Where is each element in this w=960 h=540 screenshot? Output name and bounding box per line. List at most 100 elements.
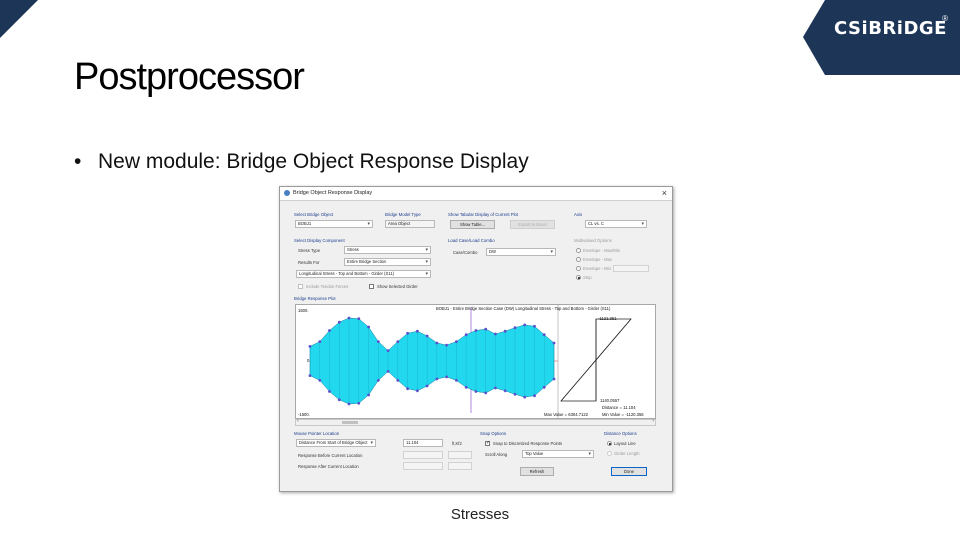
upper-response-point: [386, 349, 390, 352]
corner-accent: [0, 0, 38, 38]
show-selected-girder-checkbox[interactable]: [369, 284, 374, 289]
envelope-min-label: Envelope - Min: [583, 266, 611, 271]
scroll-along-select[interactable]: Top Value: [522, 450, 594, 458]
multivalued-options-label: Multivalued Options: [574, 238, 612, 243]
lower-response-point: [503, 389, 507, 393]
response-plot[interactable]: BOBJ1 - Entire Bridge Section Case (DW) …: [295, 304, 656, 419]
y-tick-top: 1500.: [298, 308, 309, 313]
show-selected-girder-label: Show Selected Girder: [377, 284, 418, 289]
axis-select[interactable]: CL vs. C: [585, 220, 647, 228]
upper-response-point: [455, 340, 458, 343]
close-icon[interactable]: ×: [661, 188, 667, 198]
response-before-units: [448, 451, 472, 459]
lower-response-point: [416, 389, 419, 393]
min-value-readout: Min Value = -1120.356: [602, 412, 644, 417]
envelope-maxmin-label: Envelope - Max/Min: [583, 248, 621, 253]
girder-length-label: Girder Length: [614, 451, 640, 456]
section-bottom-value: 1140.0557: [600, 398, 620, 403]
load-case-label: Load Case/Load Combo: [448, 238, 495, 243]
done-button[interactable]: Done: [611, 467, 647, 476]
y-tick-bottom: -1500.: [298, 412, 310, 417]
lower-response-point: [445, 375, 448, 379]
bullet-item: • New module: Bridge Object Response Disp…: [74, 150, 529, 174]
upper-response-point: [474, 329, 478, 332]
plot-scrollbar[interactable]: ‹ ›: [295, 418, 656, 426]
results-for-select[interactable]: Entire Bridge Section: [344, 258, 431, 266]
snap-options-label: Snap Options: [480, 431, 507, 436]
select-bridge-object-label: Select Bridge Object: [294, 212, 334, 217]
upper-response-point: [337, 320, 341, 324]
response-after-label: Response After Current Location: [298, 464, 359, 469]
upper-response-point: [513, 326, 517, 330]
lower-response-point: [337, 398, 341, 402]
bridge-response-dialog: Bridge Object Response Display × Select …: [279, 186, 673, 492]
component-select[interactable]: Longitudinal Stress - Top and Bottom - G…: [296, 270, 431, 278]
stress-type-select[interactable]: Stress: [344, 246, 431, 254]
response-before-field: [403, 451, 443, 459]
location-type-select[interactable]: Distance From Start of Bridge Object: [296, 439, 376, 447]
lower-response-point: [474, 390, 478, 393]
chart-marks: [308, 316, 556, 406]
include-tendons-checkbox[interactable]: [298, 284, 303, 289]
show-table-button[interactable]: Show Table...: [450, 220, 495, 229]
upper-response-point: [376, 340, 380, 343]
envelope-max-radio[interactable]: [576, 257, 581, 262]
figure-caption: Stresses: [450, 506, 510, 523]
plot-header: BOBJ1 - Entire Bridge Section Case (DW) …: [436, 306, 611, 311]
lower-response-point: [523, 395, 527, 399]
response-envelope-area: [309, 317, 555, 405]
girder-length-radio[interactable]: [607, 451, 612, 456]
envelope-max-label: Envelope - Max: [583, 257, 613, 262]
lower-response-point: [386, 370, 390, 373]
response-after-units: [448, 462, 472, 470]
lower-response-point: [435, 377, 439, 381]
case-combo-select[interactable]: DW: [486, 248, 556, 256]
snap-points-label: Snap to Discretized Response Points: [493, 441, 563, 446]
upper-response-point: [396, 340, 400, 343]
bridge-object-select[interactable]: BOBJ1: [295, 220, 373, 228]
lower-response-point: [367, 393, 370, 397]
scroll-along-label: Scroll Along: [485, 452, 508, 457]
upper-response-point: [533, 324, 536, 328]
distance-value-field[interactable]: 11.104: [403, 439, 443, 447]
upper-response-point: [308, 345, 312, 348]
scroll-left-icon[interactable]: ‹: [297, 418, 299, 424]
lower-response-point: [464, 385, 468, 389]
lower-response-point: [552, 377, 556, 381]
scroll-thumb[interactable]: [342, 421, 358, 424]
bullet-dot: •: [74, 150, 82, 173]
y-tick-zero: 0.: [307, 358, 311, 363]
upper-response-point: [425, 334, 429, 338]
export-excel-button[interactable]: Export to Excel: [510, 220, 555, 229]
lower-response-point: [406, 387, 409, 391]
logo-badge-shape: [803, 0, 960, 75]
step-radio[interactable]: [576, 275, 581, 280]
section-stress-line: [560, 318, 632, 402]
lower-response-point: [542, 385, 546, 389]
upper-response-point: [406, 331, 409, 335]
response-after-field: [403, 462, 443, 470]
dialog-titlebar: Bridge Object Response Display ×: [280, 187, 672, 201]
layout-line-radio[interactable]: [607, 441, 612, 446]
upper-response-point: [464, 333, 468, 337]
envelope-maxmin-radio[interactable]: [576, 248, 581, 253]
step-label: Step: [583, 275, 592, 280]
step-number-field[interactable]: [613, 265, 649, 272]
scroll-right-icon[interactable]: ›: [652, 418, 654, 424]
bullet-text: New module: Bridge Object Response Displ…: [98, 150, 529, 173]
response-before-label: Response Before Current Location: [298, 453, 363, 458]
brand-logo: CSiBRiDGE ®: [803, 0, 960, 75]
lower-response-point: [455, 379, 458, 382]
snap-points-checkbox[interactable]: [485, 440, 490, 446]
registered-mark: ®: [942, 14, 948, 23]
upper-response-point: [318, 340, 322, 343]
upper-response-point: [484, 327, 488, 331]
refresh-button[interactable]: Refresh: [520, 467, 554, 476]
upper-response-point: [328, 329, 331, 332]
upper-response-point: [503, 329, 507, 333]
upper-response-point: [552, 341, 556, 345]
distance-readout: Distance = 11.104: [602, 405, 636, 410]
section-top-value: -1121.351: [598, 316, 617, 321]
envelope-min-radio[interactable]: [576, 266, 581, 271]
tabular-display-label: Show Tabular Display of Current Plot: [448, 212, 519, 217]
